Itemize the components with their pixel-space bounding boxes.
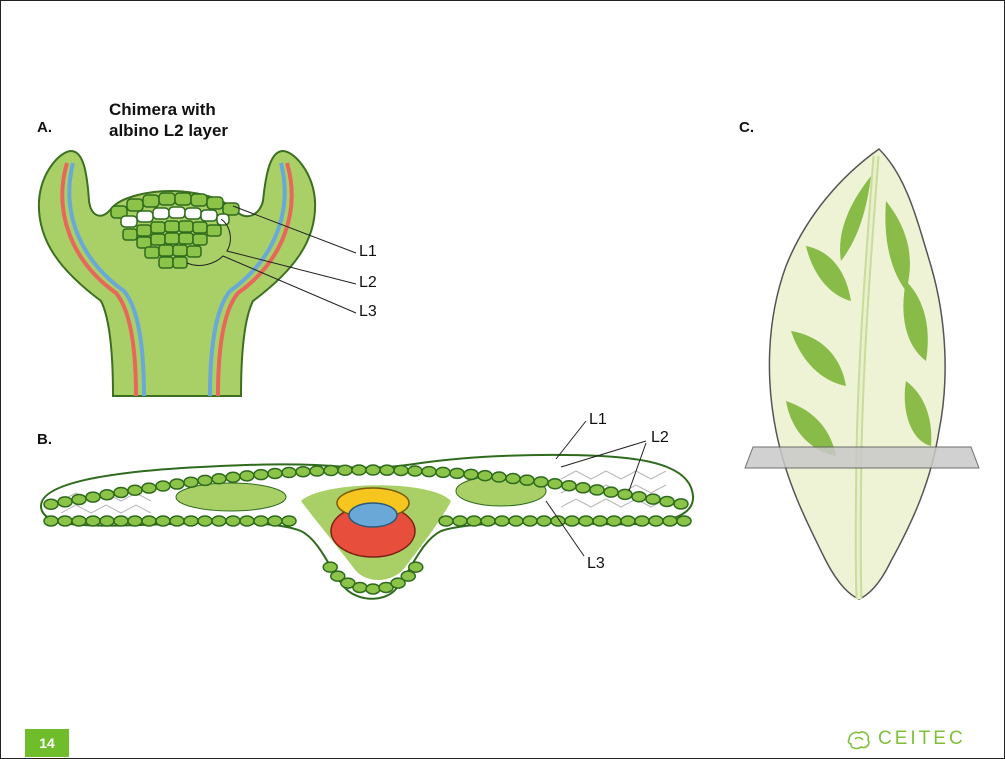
page-number: 14 <box>25 729 69 757</box>
ceitec-logo-icon <box>846 728 872 750</box>
section-plane <box>745 447 979 468</box>
ceitec-logo: CEITEC <box>846 726 966 752</box>
ceitec-logo-text: CEITEC <box>878 728 966 750</box>
